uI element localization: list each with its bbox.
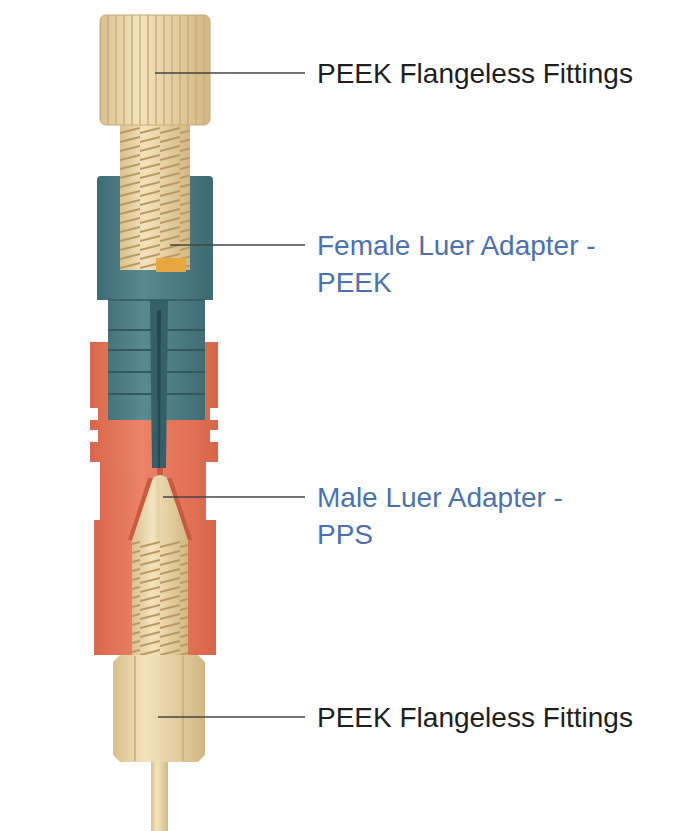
part-label: PEEK Flangeless Fittings xyxy=(317,55,633,92)
part-label: Female Luer Adapter -PEEK xyxy=(317,227,617,301)
leader-line xyxy=(163,496,305,498)
part-label: PEEK Flangeless Fittings xyxy=(317,699,633,736)
leader-lines xyxy=(155,73,305,717)
leader-line xyxy=(170,244,305,246)
leader-line xyxy=(158,716,305,718)
bottom-flangeless-fitting xyxy=(113,475,205,831)
part-label: Male Luer Adapter -PPS xyxy=(317,479,617,553)
leader-line xyxy=(155,72,305,74)
top-flangeless-fitting xyxy=(100,15,210,272)
